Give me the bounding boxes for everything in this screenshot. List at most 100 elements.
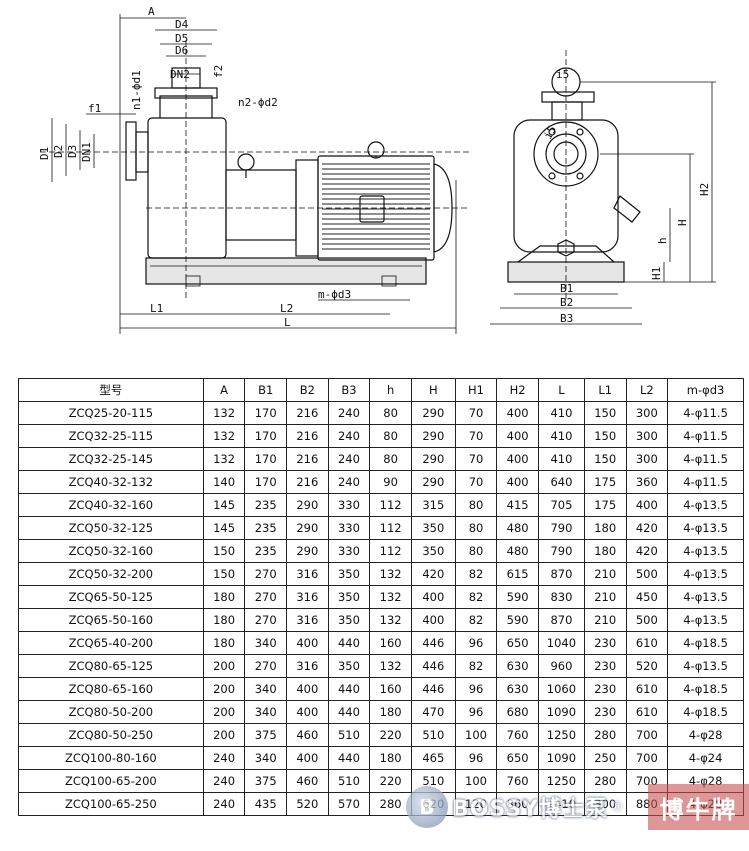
table-cell: 4-φ13.5 <box>667 493 744 517</box>
table-cell: 450 <box>625 585 669 609</box>
table-cell: 175 <box>583 470 627 494</box>
table-cell: 330 <box>327 493 371 517</box>
table-cell: 160 <box>369 677 412 701</box>
table-cell: 590 <box>496 585 539 609</box>
table-cell: 4-φ11.5 <box>667 447 744 471</box>
column-header: H1 <box>454 378 498 402</box>
table-cell: 4-φ13.5 <box>667 654 744 678</box>
table-cell: 700 <box>625 723 669 747</box>
table-cell: 175 <box>583 493 627 517</box>
watermark-brand: B BOSSY博士泵 ® <box>406 780 644 834</box>
dim-D1: D1 <box>38 147 51 160</box>
bracket <box>225 169 297 241</box>
dim-15b: i5 <box>541 124 559 142</box>
table-cell: 316 <box>286 585 329 609</box>
table-cell: 510 <box>410 723 456 747</box>
table-cell: 350 <box>327 562 371 586</box>
table-cell: 400 <box>496 424 539 448</box>
column-header: L <box>537 378 585 402</box>
watermark-red-badge: 博牛牌 <box>648 784 749 830</box>
table-cell: 132 <box>369 654 412 678</box>
dim-D4: D4 <box>175 18 189 31</box>
table-cell: 420 <box>410 562 456 586</box>
table-cell: 460 <box>286 723 329 747</box>
table-cell: 96 <box>454 700 498 724</box>
table-cell: 300 <box>625 424 669 448</box>
terminal-box <box>359 195 385 223</box>
table-cell: 316 <box>286 654 329 678</box>
table-cell: ZCQ25-20-115 <box>18 401 204 425</box>
lifting-eye-1 <box>237 153 255 171</box>
table-cell: 640 <box>537 470 585 494</box>
table-cell: 150 <box>583 424 627 448</box>
table-cell: 180 <box>583 516 627 540</box>
table-cell: 4-φ13.5 <box>667 539 744 563</box>
table-cell: 100 <box>454 723 498 747</box>
table-cell: ZCQ100-65-200 <box>18 769 204 793</box>
table-cell: 230 <box>583 654 627 678</box>
table-cell: 1410 <box>537 792 585 816</box>
table-cell: 700 <box>625 746 669 770</box>
column-header: B2 <box>286 378 329 402</box>
table-cell: 180 <box>369 700 412 724</box>
table-cell: 240 <box>327 470 371 494</box>
table-cell: ZCQ100-80-160 <box>18 746 204 770</box>
table-cell: 96 <box>454 746 498 770</box>
table-cell: 440 <box>327 746 371 770</box>
table-cell: 290 <box>410 470 456 494</box>
table-cell: 240 <box>327 424 371 448</box>
table-cell: 400 <box>496 401 539 425</box>
table-cell: 860 <box>496 792 539 816</box>
dim-L: L <box>284 316 291 329</box>
table-cell: 340 <box>244 746 287 770</box>
table-cell: 170 <box>244 470 287 494</box>
table-cell: 180 <box>202 631 246 655</box>
table-cell: 420 <box>625 539 669 563</box>
table-cell: 80 <box>454 516 498 540</box>
table-cell: 4-φ28 <box>667 723 744 747</box>
table-cell: 280 <box>583 723 627 747</box>
dim-f2: f2 <box>212 65 225 78</box>
table-cell: 830 <box>537 585 585 609</box>
table-cell: 150 <box>583 401 627 425</box>
table-cell: 216 <box>286 424 329 448</box>
logo-char: B <box>419 795 435 819</box>
table-cell: 4-φ18.5 <box>667 631 744 655</box>
column-header: A <box>202 378 246 402</box>
table-cell: 316 <box>286 608 329 632</box>
table-cell: 150 <box>202 539 246 563</box>
table-cell: 400 <box>286 631 329 655</box>
table-cell: 200 <box>202 654 246 678</box>
table-cell: 250 <box>583 746 627 770</box>
table-cell: 70 <box>454 470 498 494</box>
table-cell: ZCQ80-65-160 <box>18 677 204 701</box>
end-view: i5 i5 B1 B2 B3 H1 h H H2 <box>490 50 716 325</box>
table-cell: 145 <box>202 516 246 540</box>
table-cell: ZCQ80-50-250 <box>18 723 204 747</box>
table-cell: ZCQ100-65-250 <box>18 792 204 816</box>
table-cell: 4-φ18.5 <box>667 700 744 724</box>
table-cell: 80 <box>369 424 412 448</box>
table-cell: 235 <box>244 539 287 563</box>
registered-mark: ® <box>610 799 625 815</box>
table-cell: ZCQ65-50-125 <box>18 585 204 609</box>
table-cell: 340 <box>244 631 287 655</box>
table-cell: 615 <box>496 562 539 586</box>
table-cell: 290 <box>286 539 329 563</box>
table-cell: 680 <box>496 700 539 724</box>
table-cell: 400 <box>286 746 329 770</box>
dim-h: h <box>656 237 669 244</box>
table-cell: 200 <box>202 723 246 747</box>
table-cell: ZCQ32-25-145 <box>18 447 204 471</box>
table-cell: 300 <box>625 447 669 471</box>
table-cell: 180 <box>202 608 246 632</box>
table-cell: 132 <box>369 562 412 586</box>
